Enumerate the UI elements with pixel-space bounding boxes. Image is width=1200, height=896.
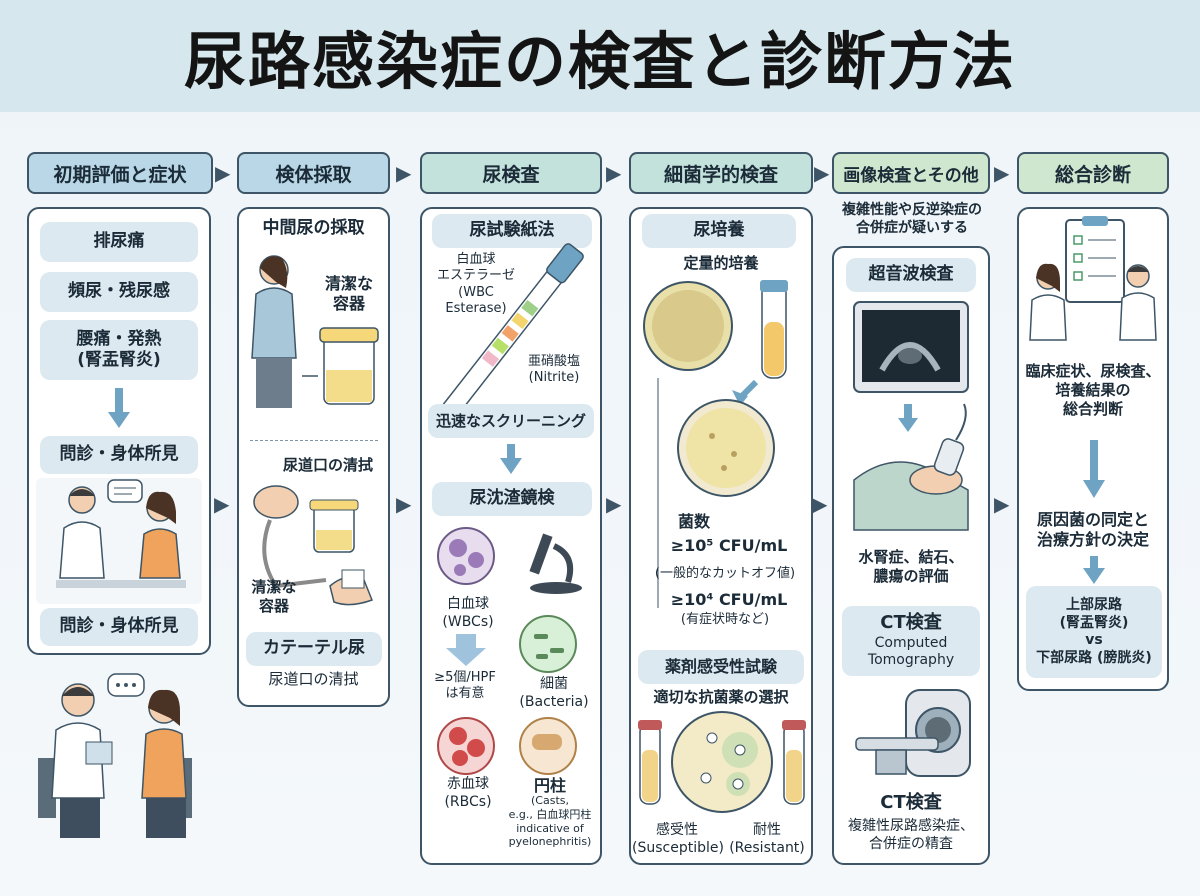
symptom-fever: 腰痛・発熱 (腎盂腎炎) — [40, 320, 198, 380]
diagnosis-team-illustration — [1029, 216, 1157, 341]
clean-container-label-2: 清潔な 容器 — [251, 578, 297, 615]
ct-title: CT検査 — [880, 612, 942, 634]
arrow-right-icon: ▶ — [606, 492, 622, 516]
stage-microbiology: 細菌学的検査 — [629, 152, 813, 194]
symptom-dysuria: 排尿痛 — [40, 222, 198, 262]
nitrite-label: 亜硝酸塩 (Nitrite) — [527, 354, 580, 386]
exam-bottom: 問診・身体所見 — [40, 608, 198, 646]
arrow-down-icon — [1083, 556, 1105, 584]
wbc-label: 白血球 (WBCs) — [442, 596, 494, 630]
ct-en: Computed Tomography — [867, 634, 955, 669]
ct-eval: 複雑性尿路感染症、 合併症の精査 — [848, 818, 974, 852]
clean-container-label: 清潔な 容器 — [324, 274, 373, 313]
wipe-label: 尿道口の清拭 — [282, 456, 373, 474]
bacteria-label: 細菌 (Bacteria) — [519, 676, 589, 710]
culture-illustration — [643, 280, 788, 608]
sediment-illustrations — [437, 527, 582, 775]
threshold-2: ≥10⁴ CFU/mL — [670, 590, 788, 609]
arrow-down-icon — [1083, 440, 1105, 498]
ultrasound-eval: 水腎症、結石、 膿瘍の評価 — [858, 548, 964, 585]
page-title: 尿路感染症の検査と診断方法 — [183, 25, 1016, 98]
resistant-label: 耐性 (Resistant) — [729, 822, 805, 856]
arrow-down-icon — [500, 444, 522, 474]
stage-diagnosis: 総合診断 — [1017, 152, 1169, 194]
catheter-sub: 尿道口の清拭 — [268, 670, 359, 688]
symptom-frequency: 頻尿・残尿感 — [40, 272, 198, 312]
arrow-down-icon — [108, 388, 130, 428]
arrow-right-icon: ▶ — [215, 161, 231, 185]
screening-label: 迅速なスクリーニング — [428, 404, 594, 438]
culture-label: 尿培養 — [642, 214, 796, 248]
arrow-right-icon: ▶ — [994, 161, 1010, 185]
ct-scanner-icon — [855, 689, 971, 777]
arrow-right-icon: ▶ — [994, 492, 1010, 516]
arrow-right-icon: ▶ — [606, 161, 622, 185]
count-label: 菌数 — [677, 512, 710, 531]
rbc-label: 赤血球 (RBCs) — [444, 776, 492, 810]
casts-sub: (Casts, e.g., 白血球円柱 indicative of pyelon… — [508, 794, 592, 849]
title-band: 尿路感染症の検査と診断方法 — [0, 0, 1200, 112]
divider — [250, 440, 378, 441]
arrow-right-icon: ▶ — [396, 161, 412, 185]
upper-vs-lower: 上部尿路 (腎盂腎炎) vs 下部尿路 (膀胱炎) — [1026, 586, 1162, 678]
susceptibility-illustration — [638, 711, 806, 813]
arrow-down-icon — [446, 634, 486, 666]
arrow-right-icon: ▶ — [214, 492, 230, 516]
ultrasound-illustration — [853, 301, 969, 531]
identify-pathogen: 原因菌の同定と 治療方針の決定 — [1036, 510, 1149, 549]
imaging-note: 複雑性能や反逆染症の 合併症が疑いする — [842, 202, 982, 236]
midstream-label: 中間尿の採取 — [262, 218, 365, 238]
dipstick-label: 尿試験紙法 — [432, 214, 592, 248]
casts-label: 円柱 — [533, 776, 566, 795]
quantitative-label: 定量的培養 — [683, 254, 759, 272]
ultrasound-label: 超音波検査 — [846, 258, 976, 292]
arrow-right-icon: ▶ — [814, 161, 830, 185]
sediment-label: 尿沈渣鏡検 — [432, 482, 592, 516]
antibiotic-label: 適切な抗菌薬の選択 — [653, 688, 789, 706]
susceptibility-label: 薬剤感受性試験 — [638, 650, 804, 684]
stage-urinalysis: 尿検査 — [420, 152, 602, 194]
wbc-threshold: ≥5個/HPF は有意 — [434, 670, 496, 702]
susceptible-label: 感受性 (Susceptible) — [632, 822, 724, 856]
ct-box: CT検査 Computed Tomography — [842, 606, 980, 676]
wbc-esterase-label: 白血球 エステラーゼ (WBC Esterase) — [436, 252, 515, 316]
wipe-illustration — [253, 485, 373, 606]
midstream-illustration — [251, 255, 379, 408]
stage-initial: 初期評価と症状 — [27, 152, 213, 194]
threshold-1: ≥10⁵ CFU/mL — [670, 536, 788, 555]
stage-imaging: 画像検査とその他 — [832, 152, 990, 194]
catheter-label: カテーテル尿 — [246, 632, 382, 666]
doctor-consultation-illustration — [36, 478, 202, 604]
threshold-1-note: (一般的なカットオフ値) — [654, 566, 796, 581]
ct-label: CT検査 — [880, 792, 942, 813]
stage-collection: 検体採取 — [237, 152, 390, 194]
integrated-judgment: 臨床症状、尿検査、 培養結果の 総合判断 — [1025, 362, 1161, 418]
threshold-2-note: (有症状時など) — [680, 612, 770, 627]
arrow-right-icon: ▶ — [812, 492, 828, 516]
arrow-right-icon: ▶ — [396, 492, 412, 516]
doctor-patient-illustration — [38, 673, 192, 838]
dipstick-illustration — [442, 243, 584, 417]
exam-top: 問診・身体所見 — [40, 436, 198, 474]
